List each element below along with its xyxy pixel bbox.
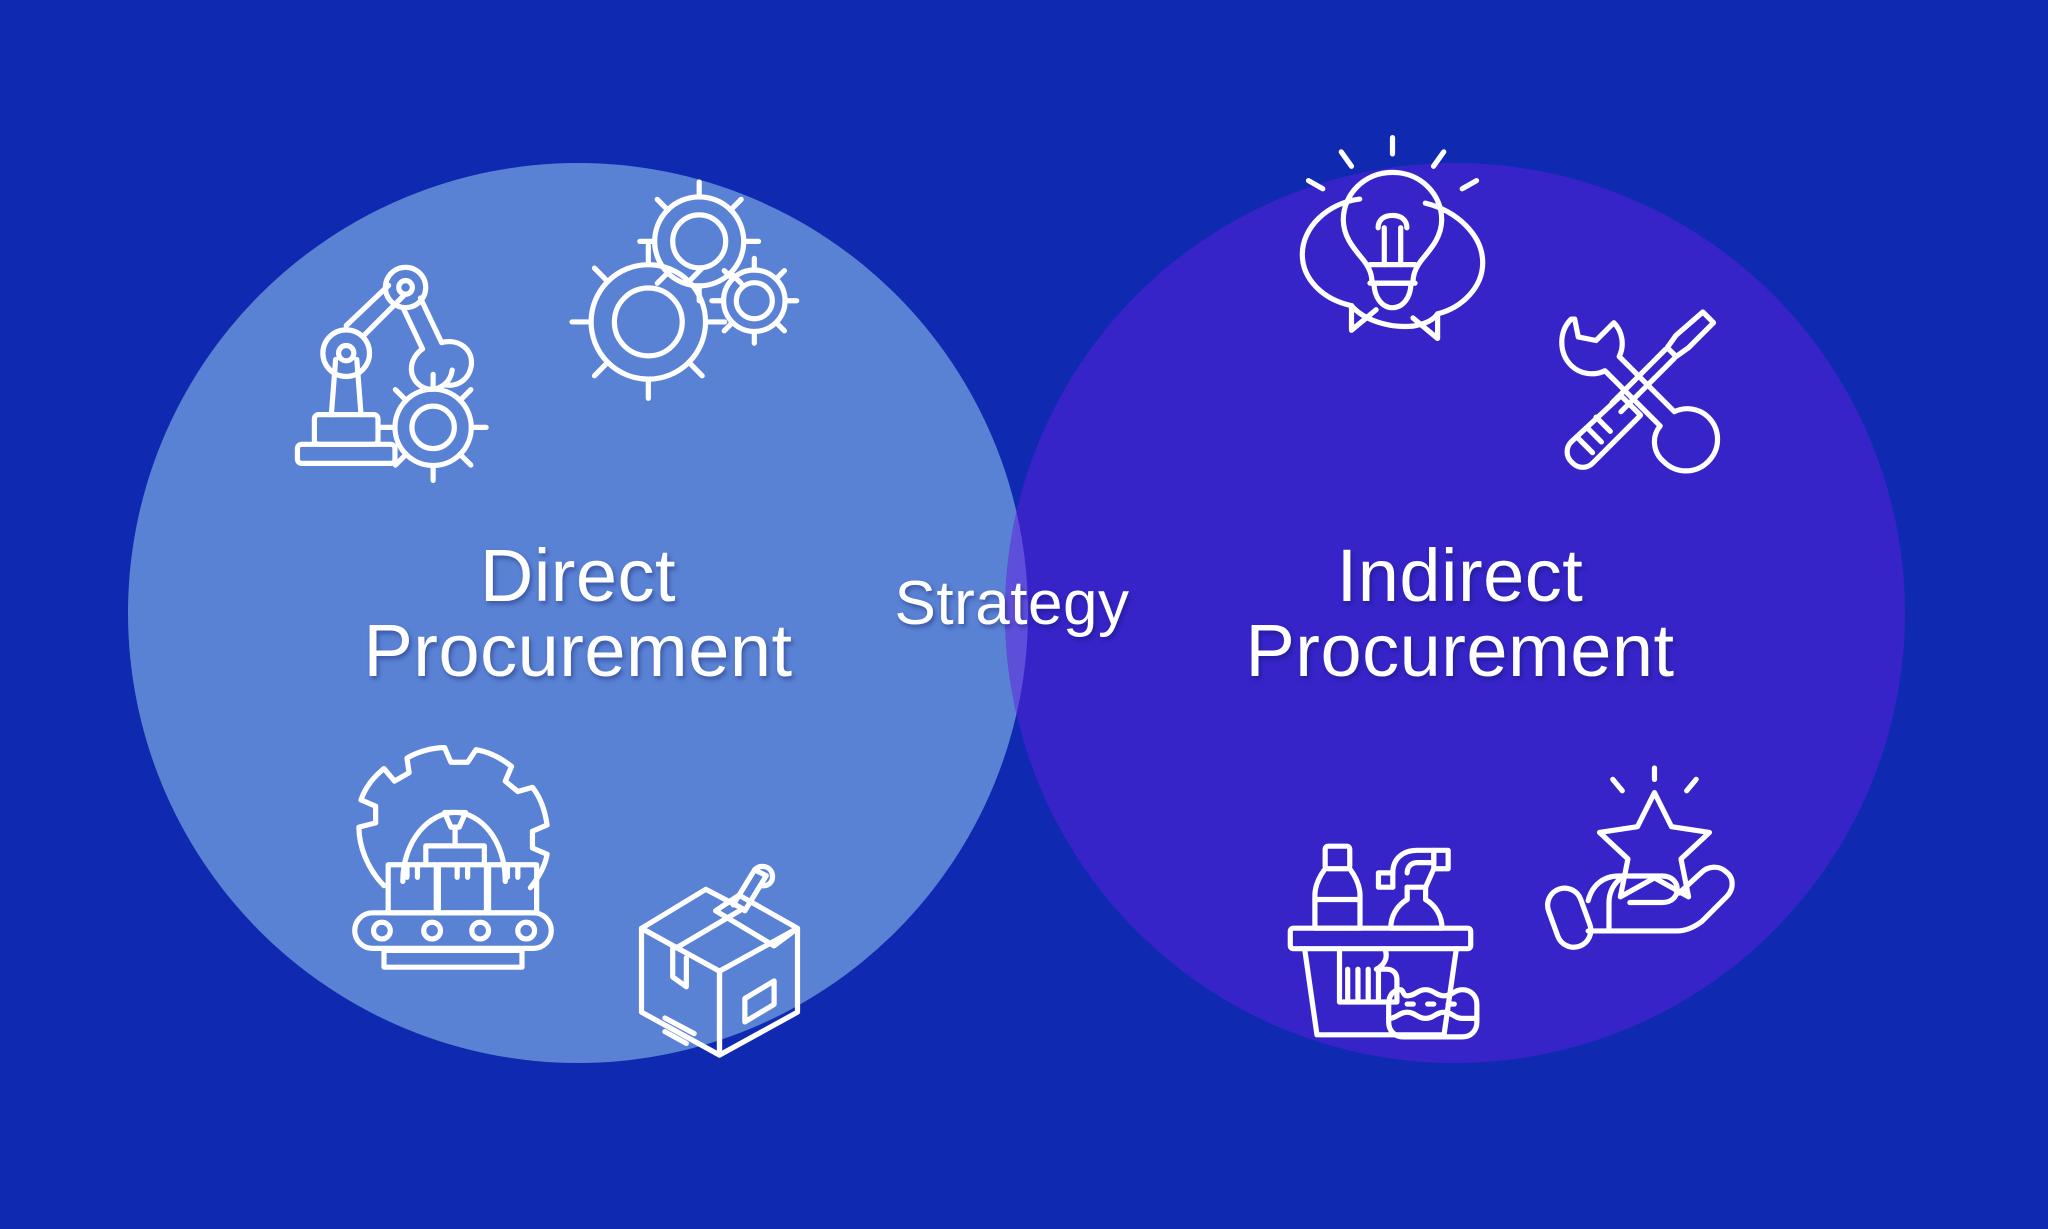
conveyor-belt-icon	[338, 742, 568, 954]
label-strategy-text: Strategy	[894, 569, 1130, 638]
label-indirect-procurement: Indirect Procurement	[1030, 538, 1890, 689]
open-box-icon	[622, 862, 817, 1057]
gears-icon	[572, 182, 784, 394]
robot-arm-icon	[272, 262, 484, 474]
label-direct-line2: Procurement	[363, 609, 793, 693]
venn-circle-right	[1005, 163, 1905, 1063]
tools-icon	[1548, 296, 1726, 474]
label-strategy: Strategy	[818, 572, 1206, 635]
label-indirect-line1: Indirect	[1336, 534, 1584, 617]
label-direct-line1: Direct	[479, 534, 677, 617]
label-indirect-line2: Procurement	[1245, 609, 1675, 693]
idea-bulb-chat-icon	[1290, 132, 1495, 344]
cleaning-supplies-icon	[1278, 838, 1483, 1043]
venn-circle-left	[128, 163, 1028, 1063]
hand-star-icon	[1550, 768, 1740, 948]
label-direct-procurement: Direct Procurement	[148, 538, 1008, 689]
